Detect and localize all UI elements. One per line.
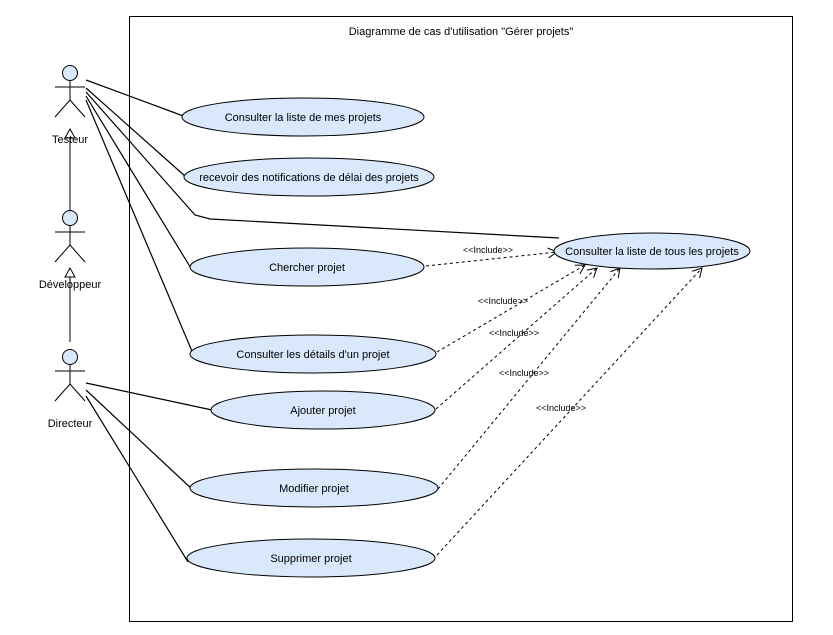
actor-label-developpeur: Développeur [39, 279, 102, 291]
use-case-modifier[interactable]: Modifier projet [189, 468, 439, 508]
use-case-notifications[interactable]: recevoir des notifications de délai des … [183, 157, 435, 197]
system-boundary [129, 16, 793, 622]
include-label-chercher: <<Include>> [463, 245, 513, 255]
include-dependencies [425, 247, 703, 556]
association-directeur-modifier [85, 389, 195, 492]
association-directeur-ajouter [85, 382, 213, 411]
actor-label-testeur: Testeur [52, 134, 88, 146]
use-case-label: Consulter la liste de mes projets [225, 112, 382, 124]
use-case-label: Modifier projet [279, 483, 349, 495]
actor-directeur[interactable] [54, 349, 86, 402]
use-case-label: Ajouter projet [290, 405, 355, 417]
use-case-chercher[interactable]: Chercher projet [189, 247, 425, 287]
system-title: Diagramme de cas d'utilisation "Gérer pr… [349, 26, 574, 38]
include-label-ajouter: <<Include>> [489, 328, 539, 338]
include-label-supprimer: <<Include>> [536, 403, 586, 413]
actor-label-directeur: Directeur [48, 418, 93, 430]
association-testeur-notifications [85, 87, 187, 178]
include-label-details: <<Include>> [478, 296, 528, 306]
actor-testeur[interactable] [54, 65, 86, 118]
include-supprimer [436, 267, 703, 556]
include-details [436, 264, 586, 353]
use-case-label: Consulter les détails d'un projet [236, 349, 389, 361]
use-case-details[interactable]: Consulter les détails d'un projet [189, 334, 437, 374]
include-chercher [425, 247, 559, 267]
association-testeur-mes-projets [85, 79, 187, 118]
use-case-mes-projets[interactable]: Consulter la liste de mes projets [181, 97, 425, 137]
association-testeur-details [85, 99, 195, 357]
include-label-modifier: <<Include>> [499, 368, 549, 378]
actor-head [62, 65, 78, 81]
association-directeur-supprimer [85, 395, 189, 563]
use-case-label: recevoir des notifications de délai des … [199, 172, 419, 184]
actor-head [62, 349, 78, 365]
association-testeur-chercher [85, 95, 193, 271]
associations [85, 79, 560, 563]
use-case-label: Supprimer projet [270, 553, 351, 565]
use-case-tous-projets[interactable]: Consulter la liste de tous les projets [553, 232, 751, 270]
use-case-label: Consulter la liste de tous les projets [565, 246, 739, 258]
include-labels: <<Include>> <<Include>> <<Include>> <<In… [463, 245, 586, 413]
association-testeur-tous-projets [85, 91, 560, 239]
include-modifier [437, 267, 621, 490]
use-case-label: Chercher projet [269, 262, 345, 274]
actor-developpeur[interactable] [54, 210, 86, 263]
use-case-supprimer[interactable]: Supprimer projet [186, 538, 436, 578]
use-case-ajouter[interactable]: Ajouter projet [210, 390, 436, 430]
actor-head [62, 210, 78, 226]
